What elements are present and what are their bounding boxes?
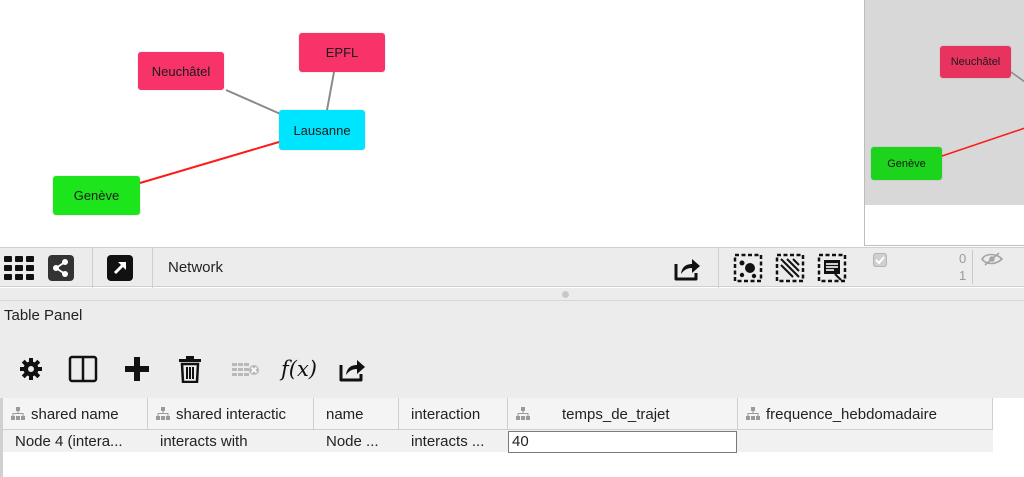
export-network-button[interactable] (670, 252, 704, 284)
select-all-icon (817, 253, 847, 283)
grid-icon (4, 256, 34, 280)
node-epfl[interactable]: EPFL (299, 33, 385, 72)
column-header-interaction[interactable]: interaction (399, 398, 508, 430)
column-header-name[interactable]: name (314, 398, 399, 430)
node-lausanne[interactable]: Lausanne (279, 110, 365, 150)
share-network-button[interactable] (46, 252, 76, 284)
fx-label: f(x) (280, 357, 317, 381)
node-geneve[interactable]: Genève (53, 176, 140, 215)
hidden-eye-icon[interactable] (981, 251, 1003, 267)
column-header-label: shared name (31, 405, 119, 423)
select-nodes-button[interactable] (732, 252, 764, 284)
function-builder-button[interactable]: f(x) (276, 354, 322, 384)
column-header-label: shared interactic (176, 405, 287, 423)
column-header-label: name (326, 405, 364, 423)
checkbox-icon[interactable] (873, 253, 887, 267)
detach-view-button[interactable] (104, 252, 136, 284)
share-icon (48, 255, 74, 281)
network-column-icon (746, 407, 760, 420)
network-column-icon (516, 407, 530, 420)
network-column-icon (156, 407, 170, 420)
selection-status: 0 1 (864, 247, 1024, 287)
column-header-label: interaction (411, 405, 481, 423)
export-icon (674, 259, 700, 281)
delete-table-button[interactable] (228, 354, 262, 384)
trash-icon (179, 356, 201, 383)
edge-geneve-lausanne[interactable] (139, 141, 280, 184)
splitter-handle[interactable] (562, 291, 569, 298)
column-header-temps-de-trajet[interactable]: temps_de_trajet (508, 398, 738, 430)
column-header-label: frequence_hebdomadaire (766, 405, 937, 423)
column-header-label: temps_de_trajet (562, 405, 670, 423)
table-header-row: shared name shared interactic name inter… (3, 398, 993, 430)
panel-splitter[interactable] (0, 288, 1024, 300)
network-canvas[interactable]: Neuchâtel EPFL Lausanne Genève (0, 0, 864, 246)
table-delete-icon (232, 363, 259, 376)
cell-temps-de-trajet-editor[interactable]: 40 (508, 431, 737, 453)
cell-interaction[interactable]: interacts ... (411, 432, 485, 450)
cell-frequence-hebdomadaire[interactable] (738, 430, 993, 452)
edge-epfl-lausanne[interactable] (326, 71, 335, 111)
network-overview-panel[interactable]: Neuchâtel Genève (864, 0, 1024, 246)
network-column-icon (11, 407, 25, 420)
table-toolbar: f(x) (0, 338, 1024, 398)
export-icon (339, 360, 365, 382)
select-all-button[interactable] (816, 252, 848, 284)
column-header-shared-name[interactable]: shared name (3, 398, 148, 430)
overview-node-geneve: Genève (871, 147, 942, 180)
cell-shared-name[interactable]: Node 4 (intera... (15, 432, 123, 450)
select-edges-button[interactable] (774, 252, 806, 284)
edge-table: shared name shared interactic name inter… (0, 398, 1024, 477)
edge-neuchatel-lausanne[interactable] (225, 89, 286, 117)
toggle-columns-button[interactable] (66, 354, 100, 384)
select-edges-icon (775, 253, 805, 283)
node-neuchatel[interactable]: Neuchâtel (138, 52, 224, 90)
delete-column-button[interactable] (174, 354, 206, 384)
network-title: Network (168, 259, 224, 276)
selected-count: 0 (959, 251, 967, 266)
total-count: 1 (959, 268, 967, 283)
overview-edges (941, 71, 1024, 157)
column-header-frequence-hebdomadaire[interactable]: frequence_hebdomadaire (738, 398, 993, 430)
cell-shared-interaction[interactable]: interacts with (160, 432, 248, 450)
edges-layer (139, 71, 335, 184)
select-nodes-icon (733, 253, 763, 283)
table-settings-button[interactable] (16, 354, 46, 384)
gear-icon (20, 358, 42, 380)
network-toolbar: Network (0, 247, 864, 288)
add-column-button[interactable] (120, 354, 154, 384)
overview-node-neuchatel: Neuchâtel (940, 46, 1011, 78)
status-divider (972, 250, 973, 284)
column-header-shared-interaction[interactable]: shared interactic (148, 398, 314, 430)
cell-name[interactable]: Node ... (326, 432, 379, 450)
expand-icon (107, 255, 133, 281)
table-panel-header: Table Panel (0, 300, 1024, 338)
columns-icon (68, 355, 98, 383)
table-row[interactable]: Node 4 (intera... interacts with Node ..… (3, 430, 993, 453)
plus-icon (125, 357, 149, 381)
export-table-button[interactable] (334, 354, 370, 384)
table-panel-title: Table Panel (4, 307, 83, 324)
grid-view-button[interactable] (2, 252, 36, 284)
